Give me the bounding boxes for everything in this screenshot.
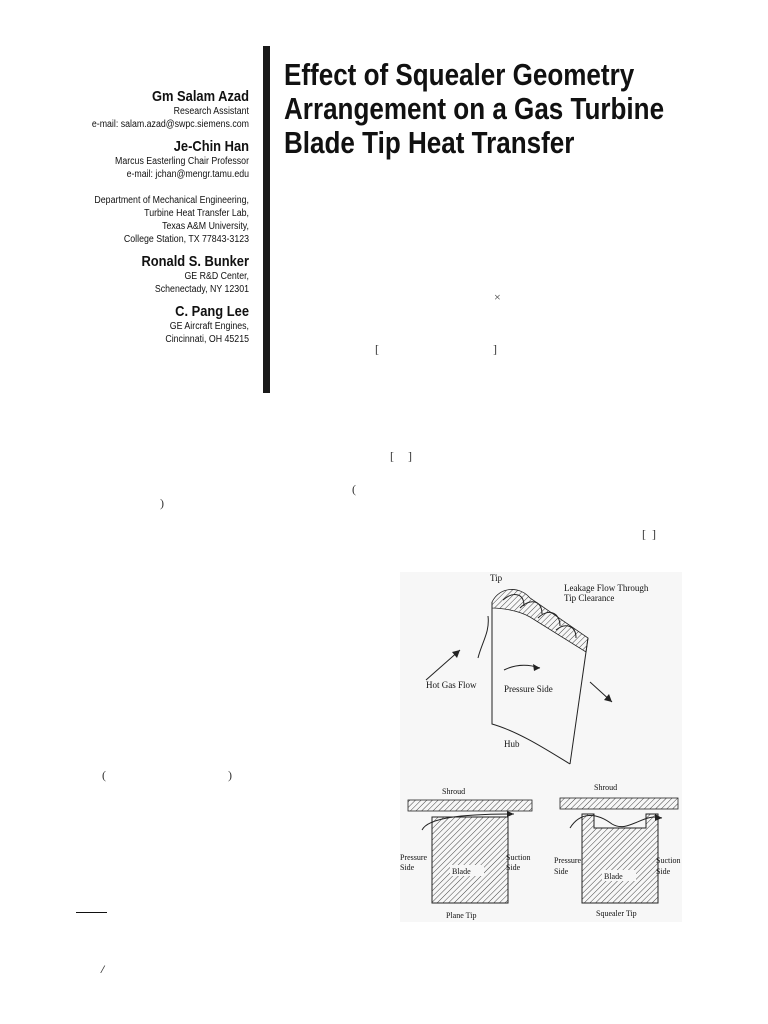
label-leakage: Tip Clearance [564,593,614,603]
author-name: Gm Salam Azad [151,88,249,105]
bracket-mark: [ [642,527,646,541]
label-suction: Suction [506,853,530,862]
leakage-arrow [502,594,525,607]
label-tip: Tip [490,573,503,583]
author-name: Ronald S. Bunker [141,253,249,270]
label-shroud: Shroud [442,787,465,796]
arrowhead [533,664,540,671]
arrowhead [655,814,662,821]
author-name: Je-Chin Han [173,138,249,155]
label-side: Side [656,867,671,876]
footnote-rule [76,912,107,913]
blade-body [581,813,659,904]
label-squealer-tip: Squealer Tip [596,909,637,918]
label-plane-tip: Plane Tip [446,911,476,920]
author-title: Marcus Easterling Chair Professor [114,156,249,167]
affiliation-line: Turbine Heat Transfer Lab, [144,208,249,219]
times-mark: × [494,290,501,304]
label-side: Side [506,863,521,872]
blade-outline [491,602,571,765]
blade-trailing-edge [569,637,589,765]
author-affiliation: Schenectady, NY 12301 [154,284,249,295]
label-suction: Suction [656,856,680,865]
arrowhead [507,811,514,817]
plane-tip-section [407,799,533,904]
title-line: Effect of Squealer Geometry [284,57,635,92]
title-divider-bar [263,46,270,393]
label-pressure: Pressure [400,853,428,862]
affiliation-line: College Station, TX 77843-3123 [123,234,249,245]
author-email[interactable]: e-mail: salam.azad@swpc.siemens.com [91,119,249,130]
arrowhead [452,650,460,658]
shroud [559,797,679,810]
affiliation-line: Texas A&M University, [162,221,249,232]
blade-body [431,816,509,904]
label-blade: Blade [452,867,471,876]
author-block: Gm Salam Azad Research Assistant e-mail:… [60,88,249,346]
blade-tip-figure: Tip Leakage Flow Through Tip Clearance H… [400,572,682,922]
bracket-mark: ] [493,342,497,356]
leakage-arrow [537,611,561,627]
author-title: Research Assistant [173,106,249,117]
paren-mark: ( [352,482,356,496]
author-affiliation: Cincinnati, OH 45215 [165,334,249,345]
affiliation-line: Department of Mechanical Engineering, [94,195,249,206]
label-pressure-side: Pressure Side [504,684,553,694]
leakage-arrow [519,601,543,615]
paper-title: Effect of Squealer Geometry Arrangement … [284,57,665,160]
label-side: Side [400,863,415,872]
author-affiliation: GE Aircraft Engines, [169,321,249,332]
bracket-mark: ] [652,527,656,541]
blade-leading-edge [477,615,489,659]
slash-mark: / [101,962,105,976]
label-blade: Blade [604,872,623,881]
label-pressure: Pressure [554,856,582,865]
blade-label-bg [450,865,484,876]
paren-mark: ( [102,768,106,782]
title-line: Blade Tip Heat Transfer [284,125,575,160]
label-leakage: Leakage Flow Through [564,583,649,593]
bracket-mark: ] [408,449,412,463]
hot-gas-arrow [425,649,461,681]
author-affiliation: GE R&D Center, [184,271,249,282]
label-hub: Hub [504,739,520,749]
author-email[interactable]: e-mail: jchan@mengr.tamu.edu [126,169,249,180]
leakage-arrow [421,813,515,831]
label-hot-gas: Hot Gas Flow [426,680,477,690]
leakage-arrow [569,815,663,829]
paren-mark: ) [228,768,232,782]
arrowhead [604,694,612,702]
squealer-tip-section [559,797,679,904]
blade-label-bg [602,870,636,881]
title-line: Arrangement on a Gas Turbine [284,91,665,126]
label-shroud: Shroud [594,783,617,792]
author-name: C. Pang Lee [175,303,249,320]
paren-mark: ) [160,496,164,510]
leakage-arrow [555,625,577,639]
bracket-mark: [ [375,342,379,356]
label-side: Side [554,867,569,876]
blade-perspective [425,589,613,765]
bracket-mark: [ [390,449,394,463]
shroud [407,799,533,812]
